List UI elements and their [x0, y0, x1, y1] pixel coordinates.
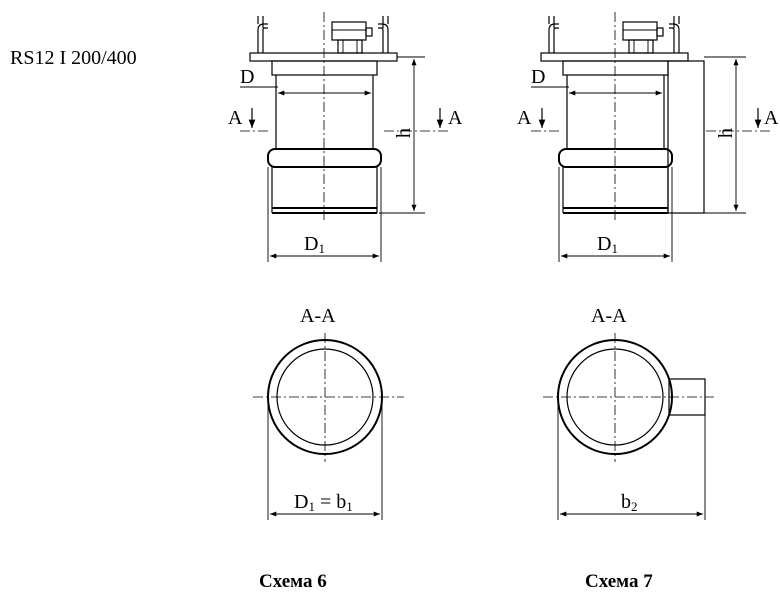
scheme6-side-view: D A A h D1 [228, 12, 463, 262]
side-box [667, 60, 705, 214]
body-band [558, 148, 673, 168]
section-mark-left: A [517, 107, 532, 129]
caption-scheme6: Схема 6 [259, 571, 327, 592]
body-band [267, 148, 382, 168]
dim-d-label: D [531, 66, 545, 88]
caption-scheme7: Схема 7 [585, 571, 653, 592]
actuator-box [622, 21, 658, 41]
actuator-box [331, 21, 367, 41]
flange-plate [540, 52, 689, 62]
section-title: A-A [300, 305, 336, 327]
scheme6-section-view: A-A D1 = b1 [253, 305, 404, 520]
dim-d-label: D [240, 66, 254, 88]
dim-h-label: h [715, 128, 737, 138]
dim-b1-label: D1 = b1 [294, 491, 353, 514]
section-mark-right: A [764, 107, 779, 129]
dim-h-label: h [393, 128, 415, 138]
section-mark-left: A [228, 107, 243, 129]
pipe-left [257, 23, 268, 53]
flange-plate [249, 52, 398, 62]
scheme7-section-view: A-A b2 [543, 305, 714, 520]
dim-d1-label: D1 [304, 233, 325, 256]
model-label: RS12 I 200/400 [10, 47, 137, 69]
pipe-right [378, 23, 389, 53]
dim-b2-label: b2 [621, 491, 638, 514]
dim-d1-label: D1 [597, 233, 618, 256]
section-title: A-A [591, 305, 627, 327]
scheme7-side-view: D A A h D1 [517, 12, 779, 262]
section-mark-right: A [448, 107, 463, 129]
